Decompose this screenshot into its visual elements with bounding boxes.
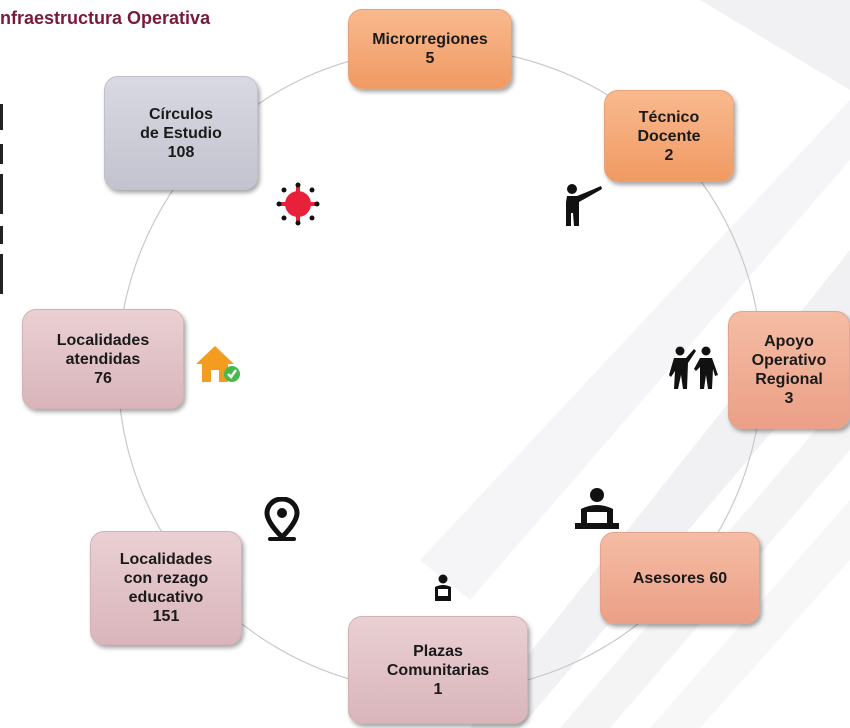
- node-localidades-rezago-label: Localidades con rezago educativo 151: [119, 551, 213, 625]
- side-marks: [0, 104, 6, 294]
- node-plazas-comunitarias-label: Plazas Comunitarias 1: [386, 642, 490, 698]
- virus-icon: [276, 182, 320, 226]
- person-reading-icon: [575, 488, 619, 529]
- page-title: nfraestructura Operativa: [0, 8, 211, 28]
- location-pin-icon: [264, 497, 300, 541]
- node-tecnico-docente-label: Técnico Docente 2: [637, 108, 701, 164]
- node-microrregiones: Microrregiones 5: [348, 9, 512, 89]
- node-asesores: Asesores 60: [600, 532, 760, 624]
- two-people-icon: [669, 346, 718, 389]
- node-circulos-estudio: Círculos de Estudio 108: [104, 76, 258, 190]
- node-circulos-estudio-label: Círculos de Estudio 108: [140, 105, 222, 161]
- node-plazas-comunitarias: Plazas Comunitarias 1: [348, 616, 528, 724]
- house-check-icon: [196, 346, 240, 382]
- node-apoyo-operativo: Apoyo Operativo Regional 3: [728, 311, 850, 429]
- reader-icon: [435, 574, 451, 601]
- node-apoyo-operativo-label: Apoyo Operativo Regional 3: [751, 333, 827, 407]
- node-localidades-atendidas: Localidades atendidas 76: [22, 309, 184, 409]
- teacher-icon: [566, 184, 602, 226]
- node-microrregiones-label: Microrregiones 5: [372, 31, 488, 67]
- node-tecnico-docente: Técnico Docente 2: [604, 90, 734, 182]
- node-asesores-label: Asesores 60: [632, 569, 728, 587]
- node-localidades-atendidas-label: Localidades atendidas 76: [56, 331, 150, 387]
- node-localidades-rezago: Localidades con rezago educativo 151: [90, 531, 242, 645]
